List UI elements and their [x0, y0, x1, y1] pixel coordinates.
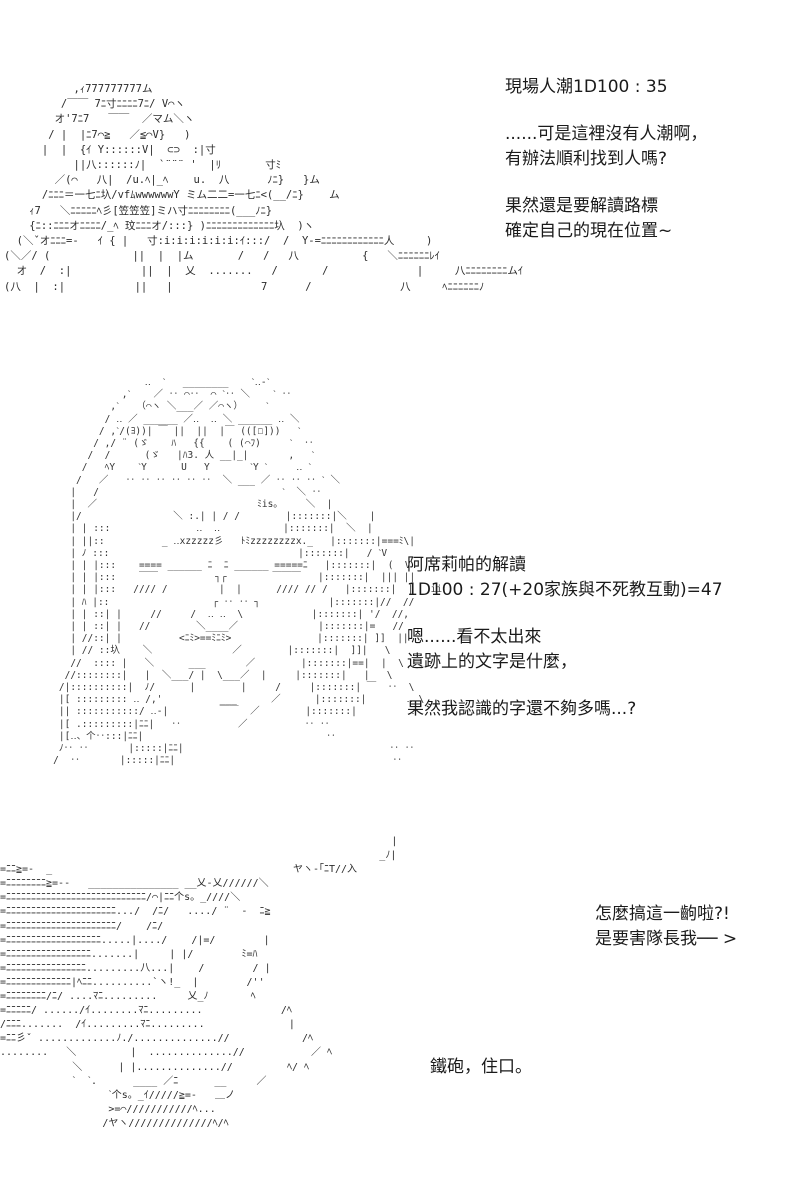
panel-2: ‥ ˋ ________ ˋ‥-ˋ ,ˋ ／ ‥ ⌒‥ ⌒ ˋ‥ ＼ ˋ ‥ ,…	[0, 375, 800, 820]
panel-1: ,ｨ777777777ム /￣￣ 7ﾆ寸ﾆﾆﾆﾆ7ﾆ/ V⌒ヽ オ'7ﾆ7 ￣￣…	[0, 60, 800, 360]
dialogue-line: 現場人潮1D100 : 35	[505, 77, 668, 97]
dialogue-3: 怎麼搞這一齣啦?! 是要害隊長我── >	[595, 902, 737, 952]
dialogue-line: 遺跡上的文字是什麼，	[407, 652, 577, 672]
dialogue-2: 阿席莉帕的解讀 1D100 : 27(+20家族與不死教互動)=47 嗯....…	[407, 553, 723, 722]
ascii-art-figure: | _ﾉ| =ﾆﾆ≧=- _ ヤヽ-｢ﾆT//入 =ﾆﾆﾆﾆﾆﾆﾆﾆ≧=-- _…	[0, 836, 398, 1129]
dialogue-4: 鐵砲，住口。	[430, 1055, 532, 1080]
dialogue-1: 現場人潮1D100 : 35 ......可是這裡沒有人潮啊， 有辦法順利找到人…	[505, 75, 707, 244]
dialogue-line: 怎麼搞這一齣啦?!	[595, 904, 730, 924]
dialogue-line: 阿席莉帕的解讀	[407, 555, 526, 575]
dialogue-line: ......可是這裡沒有人潮啊，	[505, 124, 708, 144]
panel-3: | _ﾉ| =ﾆﾆ≧=- _ ヤヽ-｢ﾆT//入 =ﾆﾆﾆﾆﾆﾆﾆﾆ≧=-- _…	[0, 835, 800, 1200]
dialogue-line: 是要害隊長我── >	[595, 929, 738, 949]
ascii-art-priest-crowd: ,ｨ777777777ム /￣￣ 7ﾆ寸ﾆﾆﾆﾆ7ﾆ/ V⌒ヽ オ'7ﾆ7 ￣￣…	[4, 83, 524, 293]
dialogue-line: 果然還是要解讀路標	[505, 196, 658, 216]
dialogue-line: 有辦法順利找到人嗎?	[505, 149, 668, 169]
dialogue-line: 確定自己的現在位置~	[505, 221, 673, 241]
dialogue-line: 1D100 : 27(+20家族與不死教互動)=47	[407, 580, 723, 600]
ascii-art-hooded-face: ‥ ˋ ________ ˋ‥-ˋ ,ˋ ／ ‥ ⌒‥ ⌒ ˋ‥ ＼ ˋ ‥ ,…	[53, 377, 443, 767]
dialogue-line: 嗯......看不太出來	[407, 627, 542, 647]
dialogue-line: 鐵砲，住口。	[430, 1057, 532, 1077]
dialogue-line: 果然我認識的字還不夠多嗎...?	[407, 699, 637, 719]
